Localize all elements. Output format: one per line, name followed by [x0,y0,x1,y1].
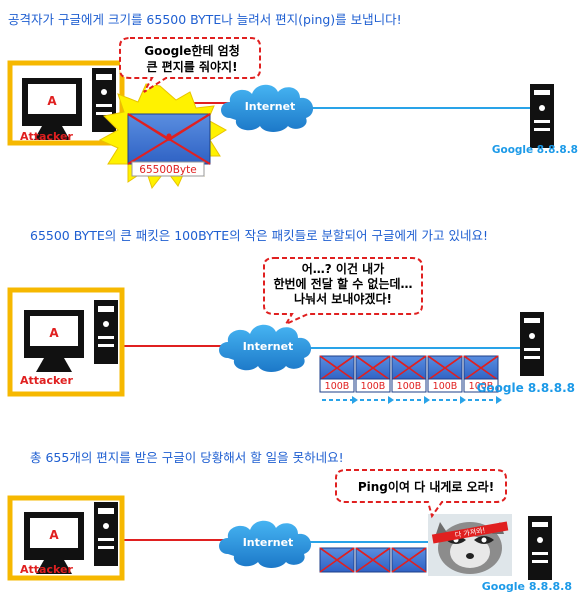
panel-2-attacker-letter: A [49,326,59,340]
panel-2-caption: 65500 BYTE의 큰 패킷은 100BYTE의 작은 패킷들로 분할되어 … [30,228,488,243]
panel-2-google-label: Google 8.8.8.8 [477,381,575,395]
fragment-size-label: 100B [361,381,386,392]
panel-3-attacker-label: Attacker [20,563,73,576]
fragment-envelope-icon [391,355,427,381]
panel-1-attacker-label: Attacker [20,130,73,143]
panel-1-google-server-icon [530,84,554,148]
fragment-envelope-icon [319,547,355,573]
panel-1-internet-label: Internet [245,100,296,113]
fragment-envelope-icon [463,355,499,381]
fragment-envelope-icon [355,547,391,573]
panel-2-fragments: 100B 100B 100B 100B 100B [319,355,499,393]
panel-2-bubble-line-3: 나눠서 보내야겠다! [294,291,392,306]
panel-3-attacker-letter: A [49,528,59,542]
panel-1-attacker-computer-icon: A [18,68,116,140]
panel-3-bubble-line-1: Ping이여 다 내게로 오라! [358,479,494,494]
panel-2-attacker-label: Attacker [20,374,73,387]
panel-3: 총 655개의 편지를 받은 구글이 당황해서 할 일을 못하네요! A Att… [7,450,572,593]
panel-2-bubble-line-1: 어…? 이건 내가 [302,261,385,276]
raccoon-image: 다 가져와! [428,514,512,576]
panel-3-attacker-computer-icon: A [20,502,118,574]
panel-2: 65500 BYTE의 큰 패킷은 100BYTE의 작은 패킷들로 분할되어 … [7,228,575,404]
panel-2-bubble-line-2: 한번에 전달 할 수 없는데… [273,276,412,291]
panel-1-speech-bubble: Google한테 엄청 큰 편지를 줘야지! [119,37,261,93]
panel-1-packet-size-label: 65500Byte [139,164,196,176]
panel-2-internet-cloud-icon: Internet [219,324,312,372]
panel-3-fragments [319,547,427,573]
panel-1-bubble-line-1: Google한테 엄청 [144,43,240,58]
fragment-size-label: 100B [325,381,350,392]
panel-1-internet-cloud-icon: Internet [221,84,314,132]
panel-3-attacker-frame [7,495,125,581]
fragment-envelope-icon [391,547,427,573]
fragment-size-label: 100B [397,381,422,392]
panel-1-google-label: Google 8.8.8.8 [492,144,578,156]
fragment-size-label: 100B [433,381,458,392]
panel-1: 공격자가 구글에게 크기를 65500 BYTE나 늘려서 편지(ping)를 … [7,12,578,190]
panel-1-packet-size-box [131,161,205,177]
panel-3-caption: 총 655개의 편지를 받은 구글이 당황해서 할 일을 못하네요! [30,450,344,465]
panel-2-flow-arrows [322,396,502,404]
panel-3-internet-cloud-icon: Internet [219,520,312,568]
panel-2-internet-label: Internet [243,340,294,353]
panel-2-speech-bubble: 어…? 이건 내가 한번에 전달 할 수 없는데… 나눠서 보내야겠다! [263,257,423,327]
panel-1-bubble-line-2: 큰 편지를 줘야지! [146,59,237,74]
fragment-envelope-icon [355,355,391,381]
fragment-envelope-icon [427,355,463,381]
panel-3-google-label: Google 8.8.8.8 [482,580,572,593]
panel-3-google-server-icon [528,516,552,580]
fragment-envelope-icon [319,355,355,381]
fragment-size-label: 100B [469,381,494,392]
panel-3-speech-bubble: Ping이여 다 내게로 오라! [335,469,507,519]
panel-2-attacker-frame [7,287,125,397]
panel-1-caption: 공격자가 구글에게 크기를 65500 BYTE나 늘려서 편지(ping)를 … [8,12,402,27]
panel-3-internet-label: Internet [243,536,294,549]
panel-2-attacker-computer-icon: A [20,300,118,372]
panel-1-big-envelope-icon [127,113,211,165]
panel-1-attacker-letter: A [47,94,57,108]
panel-2-google-server-icon [520,312,544,376]
